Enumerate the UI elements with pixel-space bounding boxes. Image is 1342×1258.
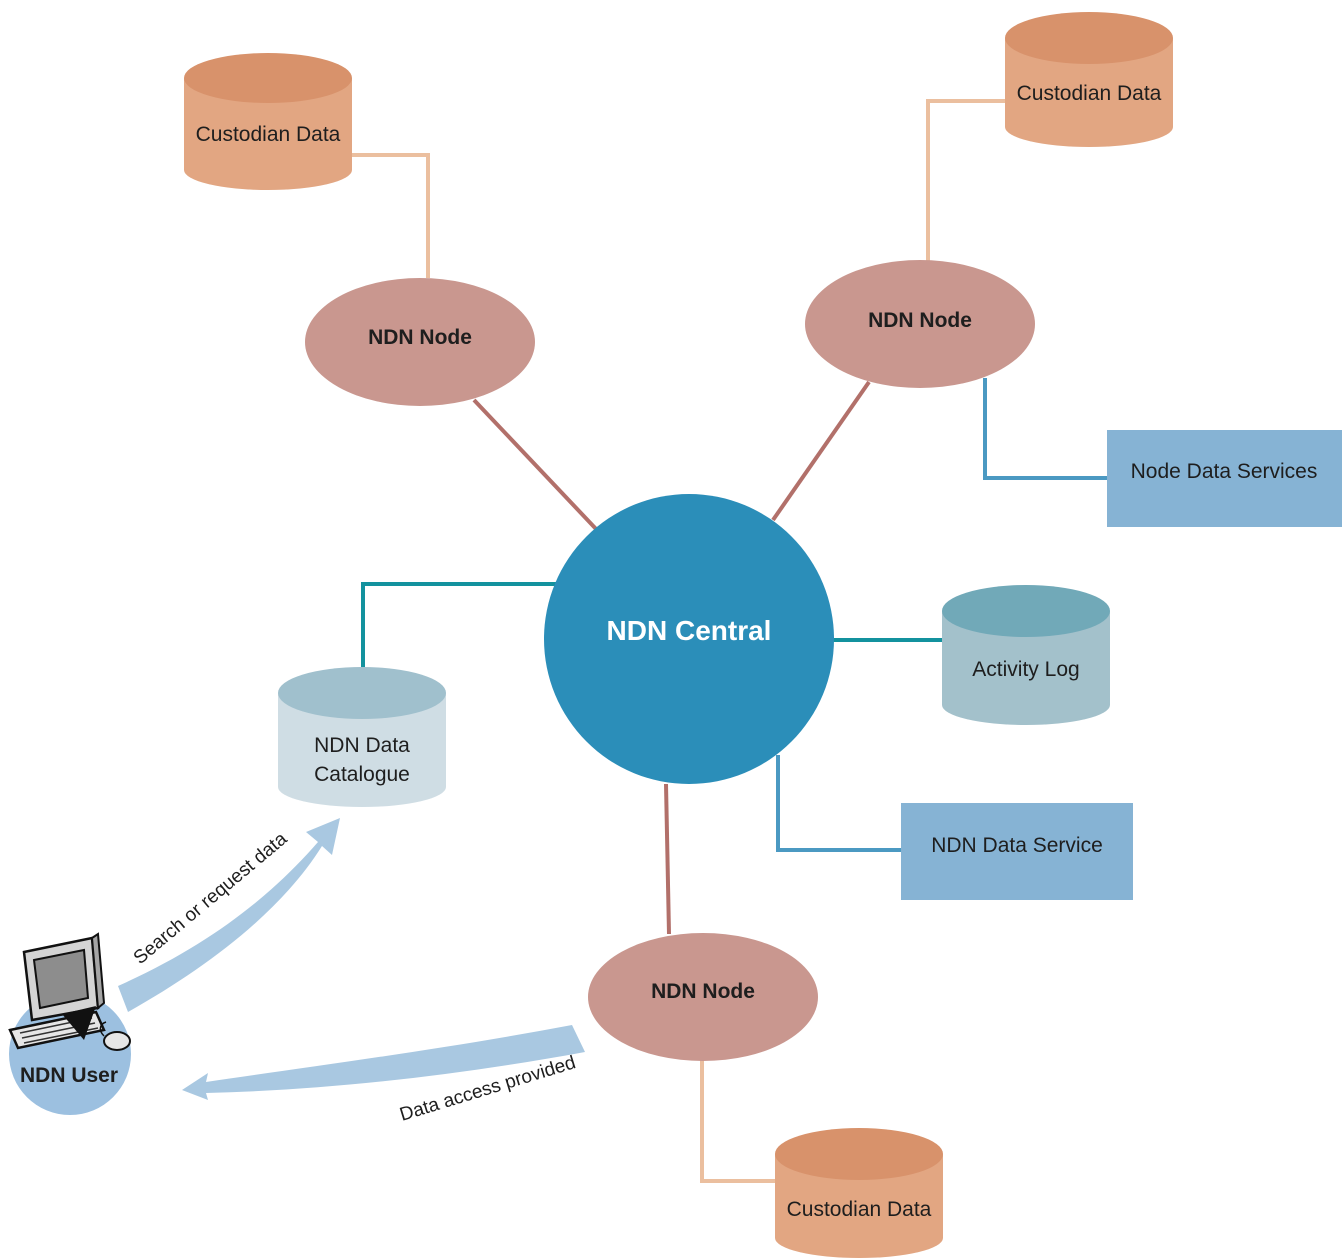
cylinder-body xyxy=(184,78,352,190)
custodian-right-link xyxy=(926,99,1007,262)
node-left-label: NDN Node xyxy=(368,326,472,349)
request-arrow: Search or request data xyxy=(118,818,340,1012)
computer-icon xyxy=(8,932,131,1051)
service-box xyxy=(901,803,1133,900)
node-right: NDN Node xyxy=(805,260,1035,388)
cylinder-top xyxy=(1005,12,1173,64)
mouse-cord xyxy=(99,1021,107,1037)
ndn-data-service-label: NDN Data Service xyxy=(931,834,1103,857)
cylinder-top xyxy=(775,1128,943,1180)
custodian-right: Custodian Data xyxy=(1005,12,1173,147)
custodian-bottom: Custodian Data xyxy=(775,1128,943,1258)
node-ellipse xyxy=(305,278,535,406)
node-data-services-label: Node Data Services xyxy=(1131,460,1318,483)
catalogue-link xyxy=(361,582,558,667)
central-circle xyxy=(544,494,834,784)
custodian-left-link xyxy=(352,153,430,278)
activity-log: Activity Log xyxy=(942,585,1110,725)
custodian-right-label: Custodian Data xyxy=(1017,82,1162,105)
request-arrow-shape xyxy=(118,818,340,1012)
node-data-services: Node Data Services xyxy=(1107,430,1342,527)
cylinder-top xyxy=(278,667,446,719)
activity-log-label: Activity Log xyxy=(972,658,1079,681)
monitor-screen xyxy=(32,948,90,1010)
node-right-label: NDN Node xyxy=(868,309,972,332)
user-label: NDN User xyxy=(20,1064,118,1087)
custodian-bottom-label: Custodian Data xyxy=(787,1198,932,1221)
node-bottom: NDN Node xyxy=(588,933,818,1061)
monitor-side xyxy=(90,932,106,1010)
ndn-data-service-link xyxy=(776,755,901,852)
custodian-left: Custodian Data xyxy=(184,53,352,190)
cylinder-top xyxy=(184,53,352,103)
service-box xyxy=(1107,430,1342,527)
cylinder-body xyxy=(775,1154,943,1258)
node-ellipse xyxy=(588,933,818,1061)
custodian-bottom-link xyxy=(700,1060,777,1183)
node-right-link xyxy=(771,380,871,522)
cylinder-body xyxy=(278,693,446,807)
cursor-wedge xyxy=(62,1006,96,1040)
cylinder-body xyxy=(942,611,1110,725)
node-left-link xyxy=(472,398,599,532)
ndn-central: NDN Central xyxy=(544,494,834,784)
node-data-services-link xyxy=(983,378,1107,480)
cylinder-body xyxy=(1005,38,1173,147)
ndn-user: NDN User xyxy=(8,932,131,1115)
access-arrow: Data access provided xyxy=(182,1025,585,1126)
node-bottom-link xyxy=(664,783,671,935)
mouse xyxy=(103,1031,131,1051)
node-bottom-label: NDN Node xyxy=(651,980,755,1003)
ndn-data-catalogue: NDN Data Catalogue xyxy=(278,667,446,807)
access-arrow-shape xyxy=(182,1025,585,1100)
node-left: NDN Node xyxy=(305,278,535,406)
connectors xyxy=(352,99,1107,1183)
ndn-data-service: NDN Data Service xyxy=(901,803,1133,900)
cylinder-top xyxy=(942,585,1110,637)
central-label: NDN Central xyxy=(607,615,772,646)
catalogue-label-line2: Catalogue xyxy=(314,763,410,786)
custodian-left-label: Custodian Data xyxy=(196,123,341,146)
node-ellipse xyxy=(805,260,1035,388)
catalogue-label-line1: NDN Data xyxy=(314,734,410,757)
